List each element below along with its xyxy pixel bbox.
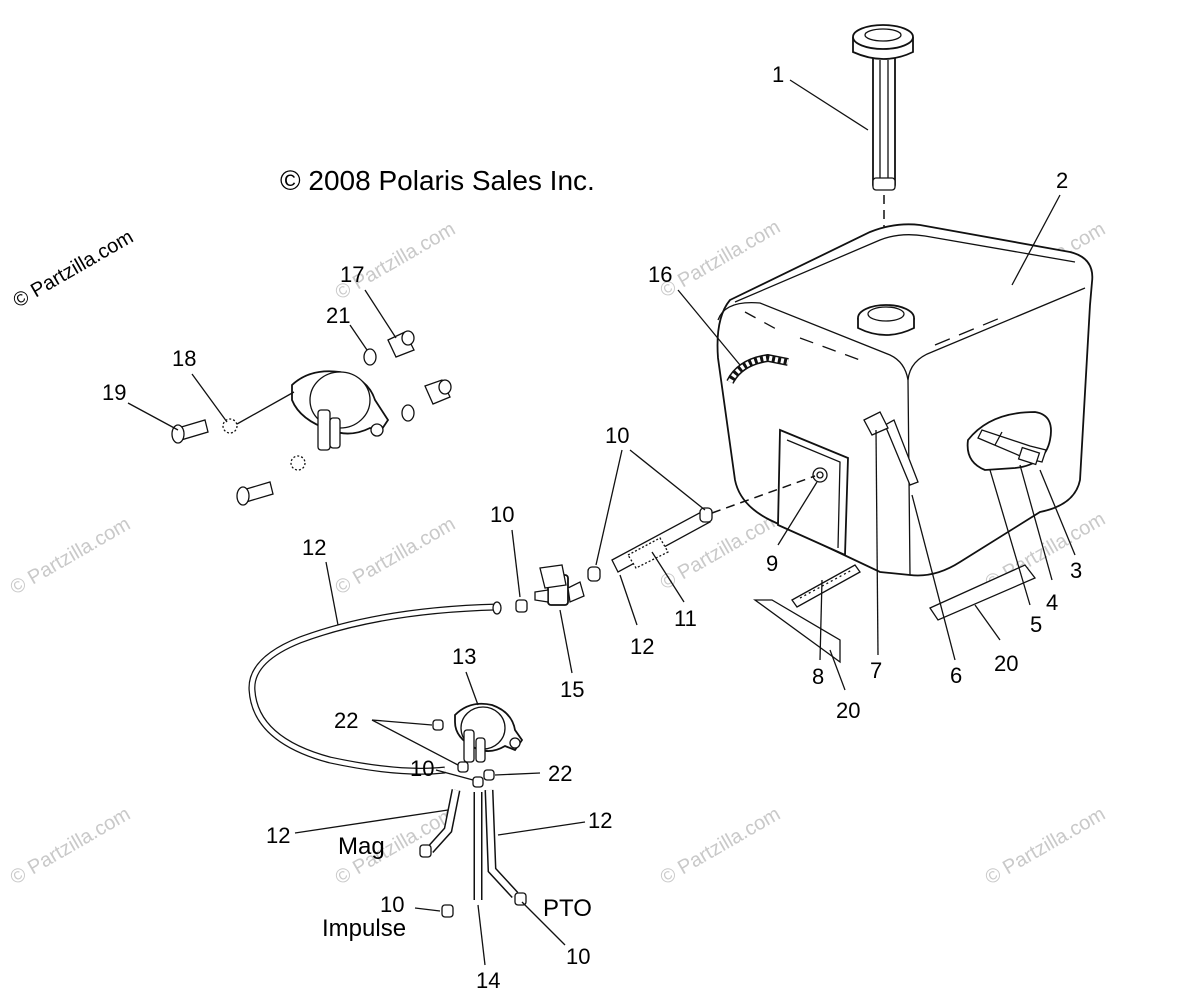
- decal-right: [929, 564, 1037, 621]
- callout-14: 14: [476, 968, 500, 993]
- decal-left: [753, 599, 841, 664]
- callout-4: 4: [1046, 590, 1058, 615]
- clamp-mag: [419, 844, 432, 858]
- pulse-pump-upper: [291, 370, 390, 451]
- callout-9: 9: [766, 551, 778, 576]
- lock-washers: [222, 418, 306, 471]
- label-impulse: Impulse: [322, 915, 406, 942]
- callout-13: 13: [452, 644, 476, 669]
- callout-18: 18: [172, 346, 196, 371]
- clamp-10: [515, 599, 528, 613]
- callout-15: 15: [560, 677, 584, 702]
- callout-10-hose: 10: [605, 423, 629, 448]
- callout-labels: 1 2 3 4 5 6 7 8 9 10 10 10 10 10 10 11 1…: [102, 62, 1082, 993]
- callout-10-clamp: 10: [490, 502, 514, 527]
- callout-6: 6: [950, 663, 962, 688]
- callout-1: 1: [772, 62, 784, 87]
- callout-10-impulse: 10: [380, 892, 404, 917]
- vent-fitting: [977, 429, 1047, 466]
- bolt-upper: [171, 419, 209, 444]
- nut-22: [483, 769, 495, 781]
- hose-with-spring: [587, 507, 713, 582]
- hose-axis-line: [711, 475, 816, 514]
- callout-12-hose: 12: [630, 634, 654, 659]
- callout-12-long: 12: [302, 535, 326, 560]
- clamp-impulse: [441, 904, 454, 918]
- copyright-notice: © 2008 Polaris Sales Inc.: [280, 165, 595, 196]
- callout-3: 3: [1070, 558, 1082, 583]
- callout-20-left: 20: [836, 698, 860, 723]
- shutoff-valve: [534, 564, 585, 606]
- callout-17: 17: [340, 262, 364, 287]
- dipstick-cap: [852, 24, 914, 191]
- nut-22: [432, 719, 444, 731]
- callout-11: 11: [674, 606, 697, 631]
- watermark: © Partzilla.com: [332, 513, 460, 599]
- watermark: © Partzilla.com: [657, 803, 785, 889]
- label-mag: Mag: [338, 833, 385, 860]
- callout-12-pto: 12: [588, 808, 612, 833]
- oil-tank: [716, 223, 1094, 577]
- bolt-lower: [236, 481, 274, 506]
- callout-8: 8: [812, 664, 824, 689]
- clamp-lower: [457, 761, 469, 773]
- callout-19: 19: [102, 380, 126, 405]
- long-hose: [248, 603, 498, 775]
- tie-strap: [791, 564, 861, 608]
- callout-10-pto: 10: [566, 944, 590, 969]
- washers: [363, 348, 415, 422]
- bushings: [387, 330, 452, 405]
- lower-hoses: [426, 789, 519, 900]
- callout-21: 21: [326, 303, 350, 328]
- label-pto: PTO: [543, 895, 592, 922]
- sight-tube: [863, 411, 919, 486]
- watermark: © Partzilla.com: [7, 513, 135, 599]
- watermark: © Partzilla.com: [7, 803, 135, 889]
- tank-outlet-fitting: [812, 467, 828, 483]
- callout-22-lower: 22: [548, 761, 572, 786]
- callout-2: 2: [1056, 168, 1068, 193]
- callout-22-upper: 22: [334, 708, 358, 733]
- watermark-main: © Partzilla.com: [10, 226, 138, 312]
- vent-hose: [726, 353, 789, 384]
- watermark: © Partzilla.com: [982, 803, 1110, 889]
- leader-lines: [127, 79, 1076, 966]
- clamp-lower: [472, 776, 484, 788]
- callout-20-right: 20: [994, 651, 1018, 676]
- callout-5: 5: [1030, 612, 1042, 637]
- callout-10-lower: 10: [410, 756, 434, 781]
- callout-16: 16: [648, 262, 672, 287]
- pulse-pump-lower: [454, 702, 524, 763]
- callout-12-mag: 12: [266, 823, 290, 848]
- callout-7: 7: [870, 658, 882, 683]
- clamp-pto: [514, 892, 527, 906]
